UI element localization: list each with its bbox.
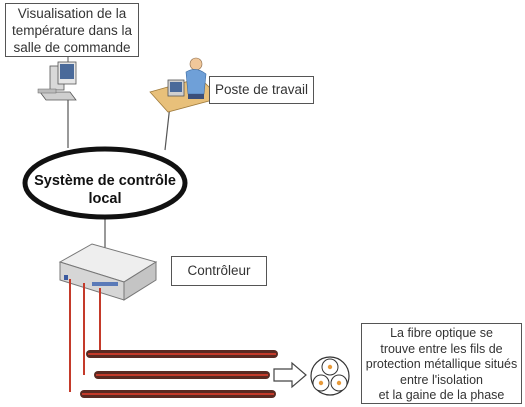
cable-1 [86,350,278,358]
local-control-system-label: Système de contrôle local [20,172,190,208]
visualisation-label-box: Visualisation de la température dans la … [5,3,139,57]
local-control-system-ellipse [22,146,188,220]
arrow-right-icon [273,361,307,389]
cable-3 [80,390,276,398]
local-control-system-line-1: Système de contrôle [34,173,176,189]
cable-2 [94,371,270,379]
fiber-note-line-4: entre l'isolation [400,372,483,387]
workstation-label-box: Poste de travail [209,76,314,104]
fiber-note-line-3: protection métallique situés [365,357,518,371]
visualisation-line-3: salle de commande [13,40,131,55]
visualisation-line-1: Visualisation de la [17,6,127,21]
controller-label: Contrôleur [187,263,251,278]
cable-cross-section-icon [310,356,350,396]
fiber-note-line-1: La fibre optique se [390,326,493,340]
fiber-note-line-5: et la gaine de la phase [378,388,505,402]
fiber-note-line-2: trouve entre les fils de [380,341,503,356]
local-control-system-line-2: local [88,191,122,207]
workstation-label: Poste de travail [214,82,309,97]
visualisation-line-2: température dans la [11,23,133,38]
controller-label-box: Contrôleur [171,256,267,286]
fiber-note-box: La fibre optique se trouve entre les fil… [361,323,522,404]
connector-workstation-to-system [164,104,171,151]
controller-device-icon [58,243,158,301]
computer-icon [37,61,77,101]
